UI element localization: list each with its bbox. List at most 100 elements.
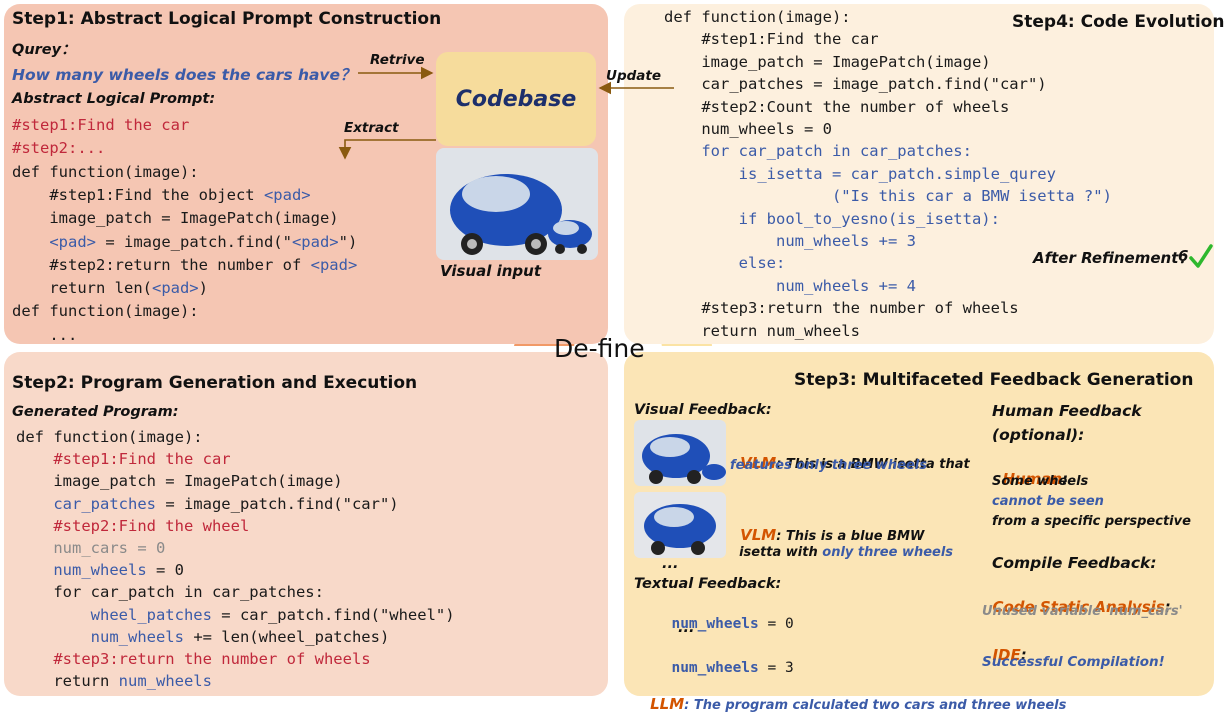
code-line: def function(image):	[664, 8, 851, 26]
qurey-label: Qurey：	[12, 42, 76, 58]
code-token: = image_patch.find("	[96, 232, 292, 251]
code-token: for car_patch in car_patches:	[664, 142, 972, 161]
code-token: #step1:Find the car	[664, 30, 879, 49]
after-refinement-value: 6	[1178, 247, 1189, 265]
code-line: def function(image):	[12, 163, 199, 181]
code-line: image_patch = ImagePatch(image)	[16, 472, 343, 491]
tf1-val: = 0	[758, 616, 794, 632]
code-line: #step2:Count the number of wheels	[664, 98, 1009, 116]
code-line: def function(image):	[12, 302, 199, 320]
code-token: if bool_to_yesno(is_isetta):	[664, 209, 1000, 228]
code-line: #step2:return the number of <pad>	[12, 256, 357, 274]
step4-title: Step4: Code Evolution	[1012, 12, 1224, 32]
code-token: ...	[12, 325, 78, 344]
code-line: #step3:return the number of wheels	[664, 299, 1019, 318]
vlm1-text-2: features only three wheels	[730, 458, 927, 473]
llm-label: LLM	[650, 695, 685, 713]
code-line: image_patch = ImagePatch(image)	[12, 209, 339, 228]
code-line: #step3:return the number of wheels	[16, 650, 370, 668]
visual-dots: ...	[662, 556, 679, 572]
tf2-val: = 3	[758, 660, 794, 676]
code-line: #step1:Find the object <pad>	[12, 185, 311, 204]
step2-title: Step2: Program Generation and Execution	[12, 373, 418, 393]
human-line-1: Some wheels	[992, 474, 1089, 489]
after-refinement-label: After Refinement：	[1033, 249, 1194, 267]
code-line: wheel_patches = car_patch.find("wheel")	[16, 606, 455, 624]
code-token: += len(wheel_patches)	[183, 627, 390, 646]
car-thumb-1	[634, 420, 726, 486]
generated-program-label: Generated Program:	[12, 404, 179, 420]
human-feedback-optional: (optional):	[992, 426, 1085, 444]
code-token: <pad>	[291, 232, 339, 251]
code-token	[12, 233, 49, 251]
vlm2-label: VLM	[740, 526, 777, 544]
code-token: <pad>	[263, 185, 311, 204]
compile-feedback-label: Compile Feedback:	[992, 554, 1157, 572]
code-line: return num_wheels	[16, 672, 212, 690]
code-token: <pad>	[49, 232, 96, 251]
code-line: car_patches = image_patch.find("car")	[16, 494, 399, 513]
code-line: for car_patch in car_patches:	[664, 142, 972, 160]
human-feedback-label: Human Feedback	[992, 402, 1142, 420]
llm-text: : The program calculated two cars and th…	[684, 698, 1067, 713]
visual-feedback-label: Visual Feedback:	[634, 402, 772, 418]
code-token: car_patches = image_patch.find("car")	[664, 75, 1047, 94]
code-line: #step1:Find the car	[12, 116, 189, 134]
code-token: wheel_patches	[16, 605, 212, 624]
code-token: num_wheels	[16, 561, 147, 580]
code-line: #step2:...	[12, 139, 105, 157]
step1-title: Step1: Abstract Logical Prompt Construct…	[12, 9, 442, 29]
code-token: #step1:Find the car	[12, 116, 190, 134]
code-token: = 0	[146, 561, 184, 580]
code-token: else:	[664, 254, 786, 273]
step4-panel	[624, 4, 1214, 344]
code-line: num_wheels += 3	[664, 232, 916, 250]
code-token: #step2:...	[12, 139, 106, 158]
code-line: return num_wheels	[664, 322, 860, 340]
code-token: image_patch = ImagePatch(image)	[16, 472, 343, 491]
retrive-label: Retrive	[370, 52, 425, 68]
visual-input-label: Visual input	[440, 262, 541, 280]
code-token: #step2:Find the wheel	[16, 516, 250, 535]
code-token: def function(image):	[16, 428, 203, 446]
code-token: ")	[338, 232, 358, 251]
step3-title: Step3: Multifaceted Feedback Generation	[794, 370, 1194, 390]
code-token: return len(	[12, 279, 152, 298]
code-token: num_cars = 0	[16, 539, 166, 557]
code-token: num_wheels	[118, 672, 212, 691]
code-line: num_wheels = 0	[16, 561, 184, 579]
human-line-3: from a specific perspective	[992, 514, 1191, 529]
code-token: #step3:return the number of wheels	[664, 299, 1019, 318]
query-text: How many wheels does the cars have？	[12, 66, 356, 84]
code-line: car_patches = image_patch.find("car")	[664, 75, 1047, 94]
step2-panel	[4, 352, 608, 696]
code-token: num_wheels += 4	[664, 276, 916, 295]
code-token: is_isetta = car_patch.simple_qurey	[664, 164, 1056, 183]
textual-feedback-label: Textual Feedback:	[634, 576, 782, 592]
tf2-var: num_wheels	[671, 660, 759, 676]
human-colon: :	[1062, 470, 1069, 488]
code-token: image_patch = ImagePatch(image)	[12, 209, 339, 228]
code-token: <pad>	[310, 255, 358, 274]
update-label: Update	[606, 68, 662, 84]
codebase-box: Codebase	[436, 52, 596, 146]
csa-label: Code Static Analysis	[992, 598, 1165, 616]
code-token: = car_patch.find("wheel")	[211, 605, 455, 624]
vlm1-label: VLM	[740, 454, 777, 472]
code-line: return len(<pad>)	[12, 279, 208, 297]
code-token: #step1:Find the object	[12, 185, 264, 204]
ide-colon: :	[1020, 646, 1027, 664]
human-label: Human	[1002, 470, 1063, 488]
code-line: #step1:Find the car	[664, 30, 879, 49]
code-token: ("Is this car a BMW isetta ?")	[664, 187, 1112, 206]
car-thumb-2	[634, 492, 726, 558]
vlm1-text: : This is a BMW isetta that	[776, 457, 970, 472]
checkmark-icon	[1189, 244, 1213, 268]
code-token: = image_patch.find("car")	[155, 494, 399, 513]
extract-label: Extract	[344, 120, 399, 136]
csa-colon: :	[1164, 598, 1171, 616]
code-line: num_wheels = 0	[664, 120, 832, 138]
code-token: def function(image):	[12, 162, 199, 181]
code-token: #step1:Find the car	[16, 450, 231, 469]
code-line: <pad> = image_patch.find("<pad>")	[12, 233, 357, 251]
